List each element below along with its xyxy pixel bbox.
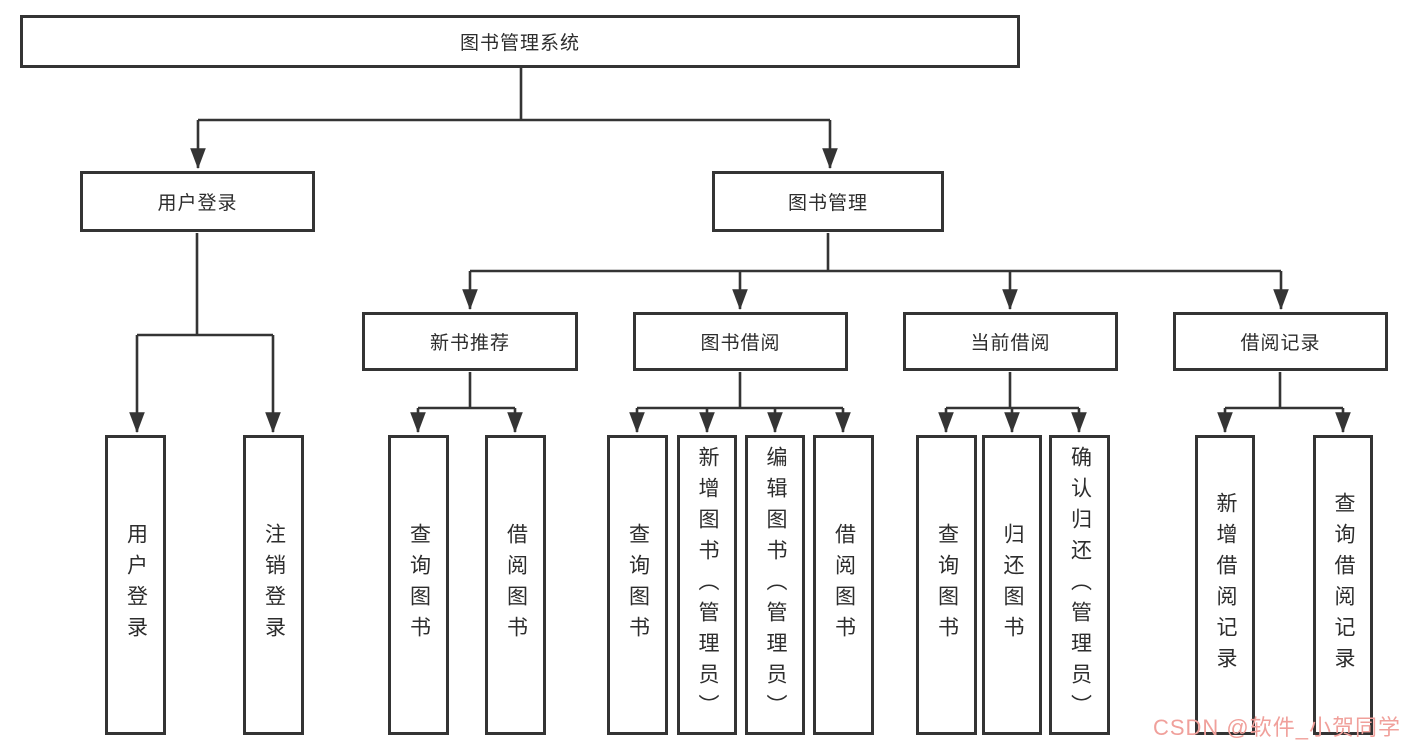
leaf-user-login-label: 用户登录 xyxy=(124,523,148,647)
leaf-query-books-3-label: 查询图书 xyxy=(935,523,959,647)
leaf-query-borrow-record-label: 查询借阅记录 xyxy=(1332,492,1355,678)
leaf-add-book-admin: 新增图书（管理员） xyxy=(677,435,737,735)
leaf-confirm-return-admin: 确认归还（管理员） xyxy=(1049,435,1110,735)
node-borrow-records: 借阅记录 xyxy=(1173,312,1388,371)
leaf-return-book-label: 归还图书 xyxy=(1001,523,1024,647)
leaf-query-books-2-label: 查询图书 xyxy=(626,523,650,647)
leaf-return-book: 归还图书 xyxy=(982,435,1042,735)
node-root: 图书管理系统 xyxy=(20,15,1020,68)
node-user-login: 用户登录 xyxy=(80,171,315,232)
leaf-add-borrow-record: 新增借阅记录 xyxy=(1195,435,1255,735)
leaf-logout-label: 注销登录 xyxy=(262,523,286,647)
node-book-management-label: 图书管理 xyxy=(787,193,868,214)
leaf-borrow-books-1: 借阅图书 xyxy=(485,435,546,735)
node-book-borrow-label: 图书借阅 xyxy=(700,333,781,354)
leaf-user-login: 用户登录 xyxy=(105,435,166,735)
node-current-borrow: 当前借阅 xyxy=(903,312,1118,371)
node-book-management: 图书管理 xyxy=(712,171,944,232)
leaf-query-books-2: 查询图书 xyxy=(607,435,668,735)
leaf-logout: 注销登录 xyxy=(243,435,304,735)
node-book-borrow: 图书借阅 xyxy=(633,312,848,371)
leaf-borrow-books-2: 借阅图书 xyxy=(813,435,874,735)
leaf-query-books-1: 查询图书 xyxy=(388,435,449,735)
leaf-borrow-books-1-label: 借阅图书 xyxy=(504,523,528,647)
node-current-borrow-label: 当前借阅 xyxy=(970,333,1051,354)
connector-rails xyxy=(137,68,1343,410)
leaf-add-book-admin-label: 新增图书（管理员） xyxy=(696,445,719,725)
leaf-add-borrow-record-label: 新增借阅记录 xyxy=(1214,492,1237,678)
leaf-borrow-books-2-label: 借阅图书 xyxy=(832,523,856,647)
node-root-label: 图书管理系统 xyxy=(459,33,580,54)
leaf-confirm-return-admin-label: 确认归还（管理员） xyxy=(1068,445,1092,725)
leaf-edit-book-admin-label: 编辑图书（管理员） xyxy=(764,445,787,725)
leaf-query-borrow-record: 查询借阅记录 xyxy=(1313,435,1373,735)
leaf-query-books-1-label: 查询图书 xyxy=(407,523,431,647)
leaf-edit-book-admin: 编辑图书（管理员） xyxy=(745,435,805,735)
node-new-book-recommend-label: 新书推荐 xyxy=(429,333,510,354)
node-borrow-records-label: 借阅记录 xyxy=(1240,333,1321,354)
node-user-login-label: 用户登录 xyxy=(157,193,238,214)
leaf-query-books-3: 查询图书 xyxy=(916,435,977,735)
node-new-book-recommend: 新书推荐 xyxy=(362,312,578,371)
